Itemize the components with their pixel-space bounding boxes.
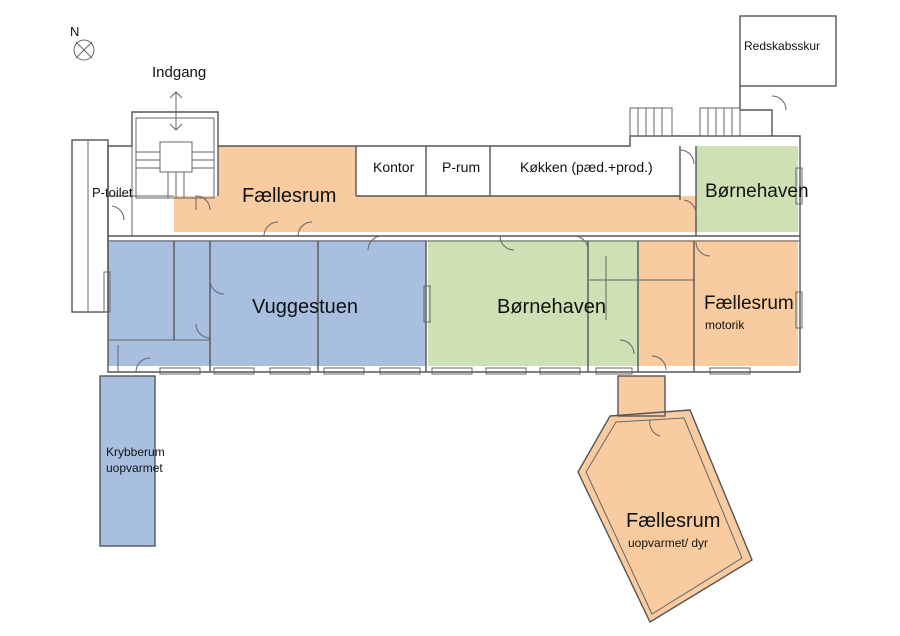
motorik-label: motorik bbox=[705, 318, 745, 332]
kokken-label: Køkken (pæd.+prod.) bbox=[520, 159, 653, 175]
faellesrum-motorik-label: Fællesrum bbox=[704, 293, 794, 314]
zones bbox=[100, 146, 798, 622]
north-arrow-icon bbox=[73, 39, 95, 61]
stairs bbox=[136, 107, 741, 198]
bornehaven-main-label: Børnehaven bbox=[497, 296, 606, 318]
zone-krybberum bbox=[100, 376, 155, 546]
faellesrum-top-label: Fællesrum bbox=[242, 185, 336, 207]
redskabsskur-label: Redskabsskur bbox=[744, 39, 820, 53]
north-label: N bbox=[70, 24, 79, 39]
zone-passage bbox=[618, 376, 665, 416]
doors bbox=[111, 95, 787, 437]
prum-label: P-rum bbox=[442, 159, 480, 175]
uopvarmet-label: uopvarmet bbox=[106, 461, 163, 475]
kontor-label: Kontor bbox=[373, 159, 415, 175]
zone-bornehaven-main bbox=[428, 240, 670, 366]
zone-faellesrum-small bbox=[640, 240, 694, 366]
indgang-label: Indgang bbox=[152, 64, 206, 81]
walls bbox=[71, 15, 837, 623]
zone-bornehaven-ne bbox=[696, 146, 798, 232]
windows bbox=[103, 167, 803, 375]
uopvarmet-dyr-label: uopvarmet/ dyr bbox=[628, 536, 708, 550]
zone-faellesrum-motorik bbox=[694, 240, 798, 366]
zone-faellesrum-dyr bbox=[578, 410, 752, 622]
zone-vuggestuen bbox=[108, 240, 426, 366]
ptoilet-label: P-toilet bbox=[92, 185, 133, 200]
zone-faellesrum-corridor bbox=[174, 196, 698, 232]
faellesrum-dyr-label: Fællesrum bbox=[626, 510, 720, 532]
entrance-arrow-icon bbox=[169, 91, 183, 131]
vuggestuen-label: Vuggestuen bbox=[252, 296, 358, 318]
krybberum-label: Krybberum bbox=[106, 445, 165, 459]
bornehaven-ne-label: Børnehaven bbox=[705, 181, 809, 202]
